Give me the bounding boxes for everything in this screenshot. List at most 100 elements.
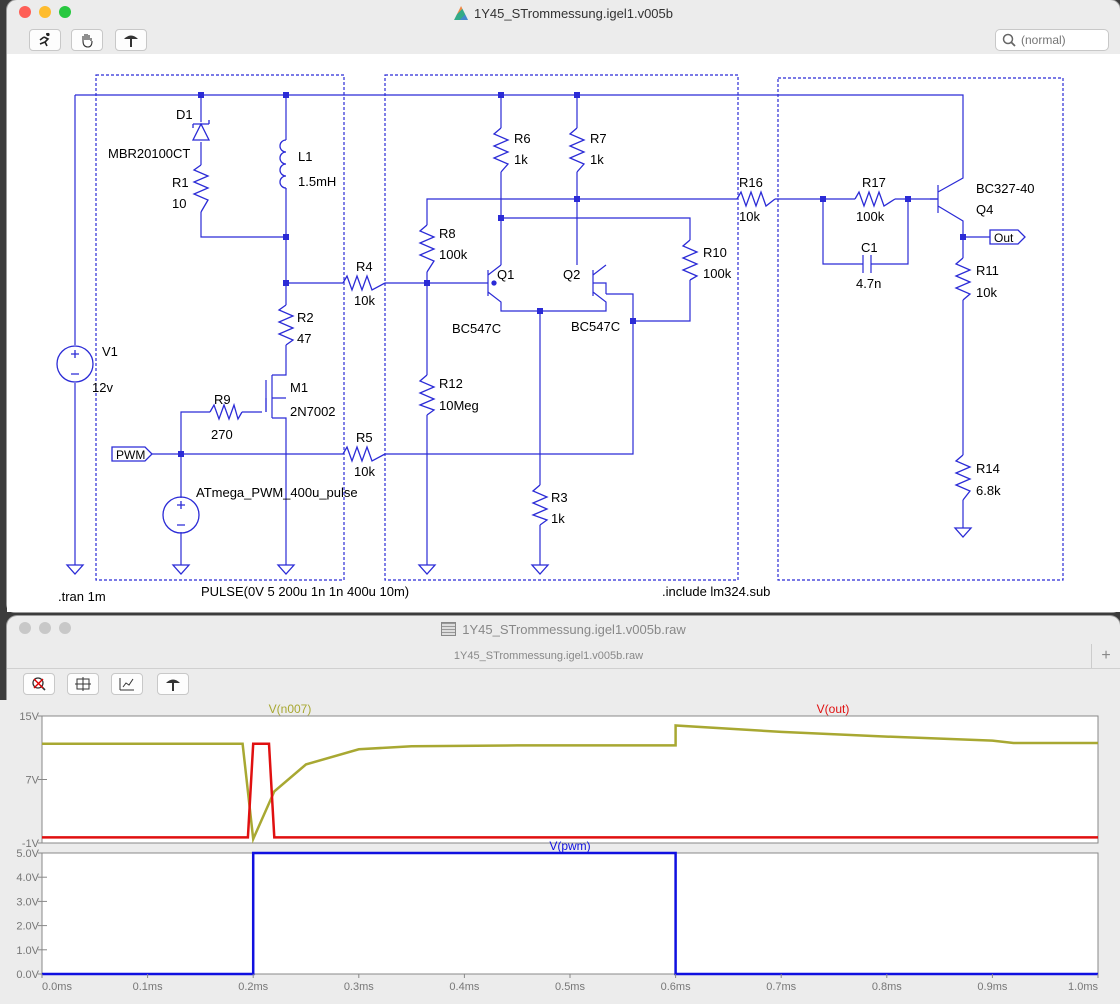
- x-tick-label: 0.7ms: [766, 981, 796, 993]
- autorange-icon: [75, 677, 91, 691]
- label-c1-value: 4.7n: [856, 276, 881, 291]
- schematic-file-icon: [454, 6, 469, 20]
- schematic-titlebar: 1Y45_STrommessung.igel1.v005b: [7, 0, 1120, 26]
- label-r12: R12: [439, 376, 463, 391]
- label-r5-value: 10k: [354, 464, 375, 479]
- plot-pane-bottom[interactable]: [41, 852, 1099, 975]
- label-q2-value: BC547C: [571, 319, 620, 334]
- label-r12-value: 10Meg: [439, 398, 479, 413]
- x-tick-label: 0.3ms: [344, 981, 374, 993]
- transistor-bodies: [491, 280, 497, 286]
- label-r10: R10: [703, 245, 727, 260]
- label-v1: V1: [102, 344, 118, 359]
- label-r4: R4: [356, 259, 373, 274]
- y-tick-label: 7V: [26, 775, 40, 787]
- voltage-source-v1: [56, 345, 94, 383]
- port-out[interactable]: Out: [989, 229, 1026, 245]
- autorange-button[interactable]: [67, 673, 99, 695]
- label-r1: R1: [172, 175, 189, 190]
- label-m1: M1: [290, 380, 308, 395]
- probe-icon: [166, 679, 180, 691]
- y-tick-label: 1.0V: [16, 945, 39, 957]
- waveform-probe-button[interactable]: [157, 673, 189, 695]
- window-controls-waveform: [19, 622, 71, 634]
- label-r17: R17: [862, 175, 886, 190]
- x-tick-label: 0.0ms: [42, 981, 72, 993]
- waveform-titlebar: 1Y45_STrommessung.igel1.v005b.raw: [7, 616, 1120, 642]
- y-tick-label: 0.0V: [16, 969, 39, 981]
- x-tick-label: 0.2ms: [238, 981, 268, 993]
- y-tick-label: 4.0V: [16, 872, 39, 884]
- legend-vpwm: V(pwm): [549, 839, 590, 853]
- component-labels: D1 MBR20100CT R1 10 L1 1.5mH R2 47 M1 2N…: [58, 107, 1035, 604]
- label-r14-value: 6.8k: [976, 483, 1001, 498]
- label-r9: R9: [214, 392, 231, 407]
- label-r3-value: 1k: [551, 511, 565, 526]
- label-q4-value: BC327-40: [976, 181, 1035, 196]
- label-q1-value: BC547C: [452, 321, 501, 336]
- zoom-button[interactable]: [59, 6, 71, 18]
- x-tick-label: 1.0ms: [1068, 981, 1098, 993]
- label-r7: R7: [590, 131, 607, 146]
- zoom-cancel-button[interactable]: [23, 673, 55, 695]
- waveform-tab-bar: 1Y45_STrommessung.igel1.v005b.raw +: [7, 644, 1120, 669]
- x-tick-label: 0.1ms: [133, 981, 163, 993]
- search-field[interactable]: [995, 29, 1109, 51]
- legend-vout: V(out): [817, 702, 850, 716]
- ground-symbols: [65, 527, 973, 575]
- minimize-button-waveform[interactable]: [39, 622, 51, 634]
- label-r10-value: 100k: [703, 266, 732, 281]
- x-tick-label: 0.4ms: [449, 981, 479, 993]
- search-input[interactable]: [1019, 32, 1103, 48]
- label-r2-value: 47: [297, 331, 311, 346]
- x-tick-label: 0.9ms: [977, 981, 1007, 993]
- resistors: [192, 127, 972, 526]
- add-tab-label: +: [1101, 647, 1111, 664]
- label-r6: R6: [514, 131, 531, 146]
- waveform-tab[interactable]: 1Y45_STrommessung.igel1.v005b.raw: [7, 644, 1090, 668]
- zoom-area-button[interactable]: [111, 673, 143, 695]
- schematic-canvas[interactable]: PWM Out D1 MBR20100CT R1 10 L1 1.5mH R2 …: [7, 54, 1120, 612]
- x-tick-label: 0.5ms: [555, 981, 585, 993]
- label-r1-value: 10: [172, 196, 186, 211]
- run-icon: [39, 32, 50, 47]
- port-pwm-label: PWM: [116, 448, 145, 462]
- plot-pane-top[interactable]: [41, 715, 1099, 844]
- window-controls: [19, 6, 71, 18]
- inductor-l1: [279, 139, 287, 190]
- schematic-title: 1Y45_STrommessung.igel1.v005b: [474, 5, 673, 21]
- label-v1-value: 12v: [92, 380, 113, 395]
- probe-button[interactable]: [115, 29, 147, 51]
- label-r3: R3: [551, 490, 568, 505]
- schematic-toolbar: [7, 26, 1120, 56]
- waveform-title: 1Y45_STrommessung.igel1.v005b.raw: [462, 621, 686, 637]
- zoom-button-waveform[interactable]: [59, 622, 71, 634]
- directive-tran: .tran 1m: [58, 589, 106, 604]
- run-button[interactable]: [29, 29, 61, 51]
- label-r9-value: 270: [211, 427, 233, 442]
- port-pwm[interactable]: PWM: [111, 446, 153, 462]
- pan-button[interactable]: [71, 29, 103, 51]
- diode-d1: [191, 120, 211, 141]
- label-l1: L1: [298, 149, 312, 164]
- label-r8-value: 100k: [439, 247, 468, 262]
- label-r11: R11: [976, 263, 999, 278]
- x-tick-label: 0.8ms: [872, 981, 902, 993]
- label-r16-value: 10k: [739, 209, 760, 224]
- probe-icon: [124, 35, 138, 47]
- close-button-waveform[interactable]: [19, 622, 31, 634]
- x-tick-label: 0.6ms: [661, 981, 691, 993]
- label-r14: R14: [976, 461, 1000, 476]
- add-tab-button[interactable]: +: [1091, 644, 1120, 668]
- label-q2: Q2: [563, 267, 580, 282]
- waveform-plots[interactable]: 15V7V-1VV(n007)V(out)5.0V4.0V3.0V2.0V1.0…: [0, 700, 1120, 1004]
- label-r6-value: 1k: [514, 152, 528, 167]
- label-m1-value: 2N7002: [290, 404, 336, 419]
- close-button[interactable]: [19, 6, 31, 18]
- zoom-cancel-icon: [32, 677, 46, 691]
- series-line-vout: [42, 742, 1098, 839]
- y-tick-label: 5.0V: [16, 848, 39, 860]
- label-q4: Q4: [976, 202, 993, 217]
- series-line-vn007: [42, 724, 1098, 844]
- minimize-button[interactable]: [39, 6, 51, 18]
